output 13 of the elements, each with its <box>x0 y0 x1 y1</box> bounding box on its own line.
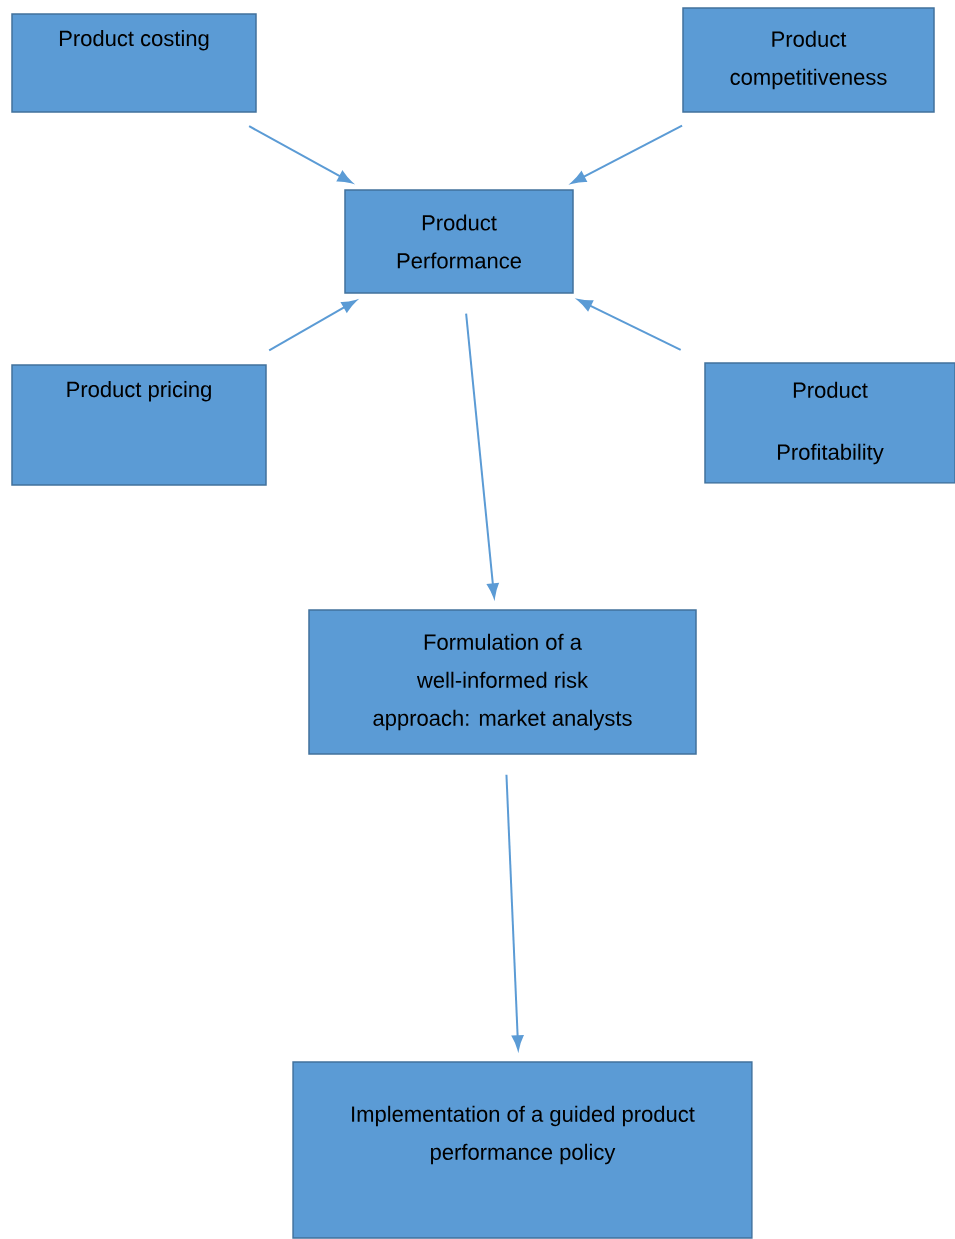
arrow <box>571 124 684 184</box>
process-box: Product Profitability <box>704 362 955 484</box>
arrow <box>505 773 524 1050</box>
arrow <box>465 312 499 599</box>
process-box: Product costing <box>11 13 257 113</box>
arrow <box>248 125 353 184</box>
process-box: Product pricing <box>11 364 267 486</box>
arrow <box>577 299 682 351</box>
process-box: Formulation of a well-informed risk approach: market analysts <box>308 609 697 755</box>
process-box: Implementation of a guided product performance policy <box>292 1061 753 1239</box>
arrow <box>268 299 357 352</box>
process-box: Product competitiveness <box>682 7 935 113</box>
process-box: Product Performance <box>344 189 574 294</box>
